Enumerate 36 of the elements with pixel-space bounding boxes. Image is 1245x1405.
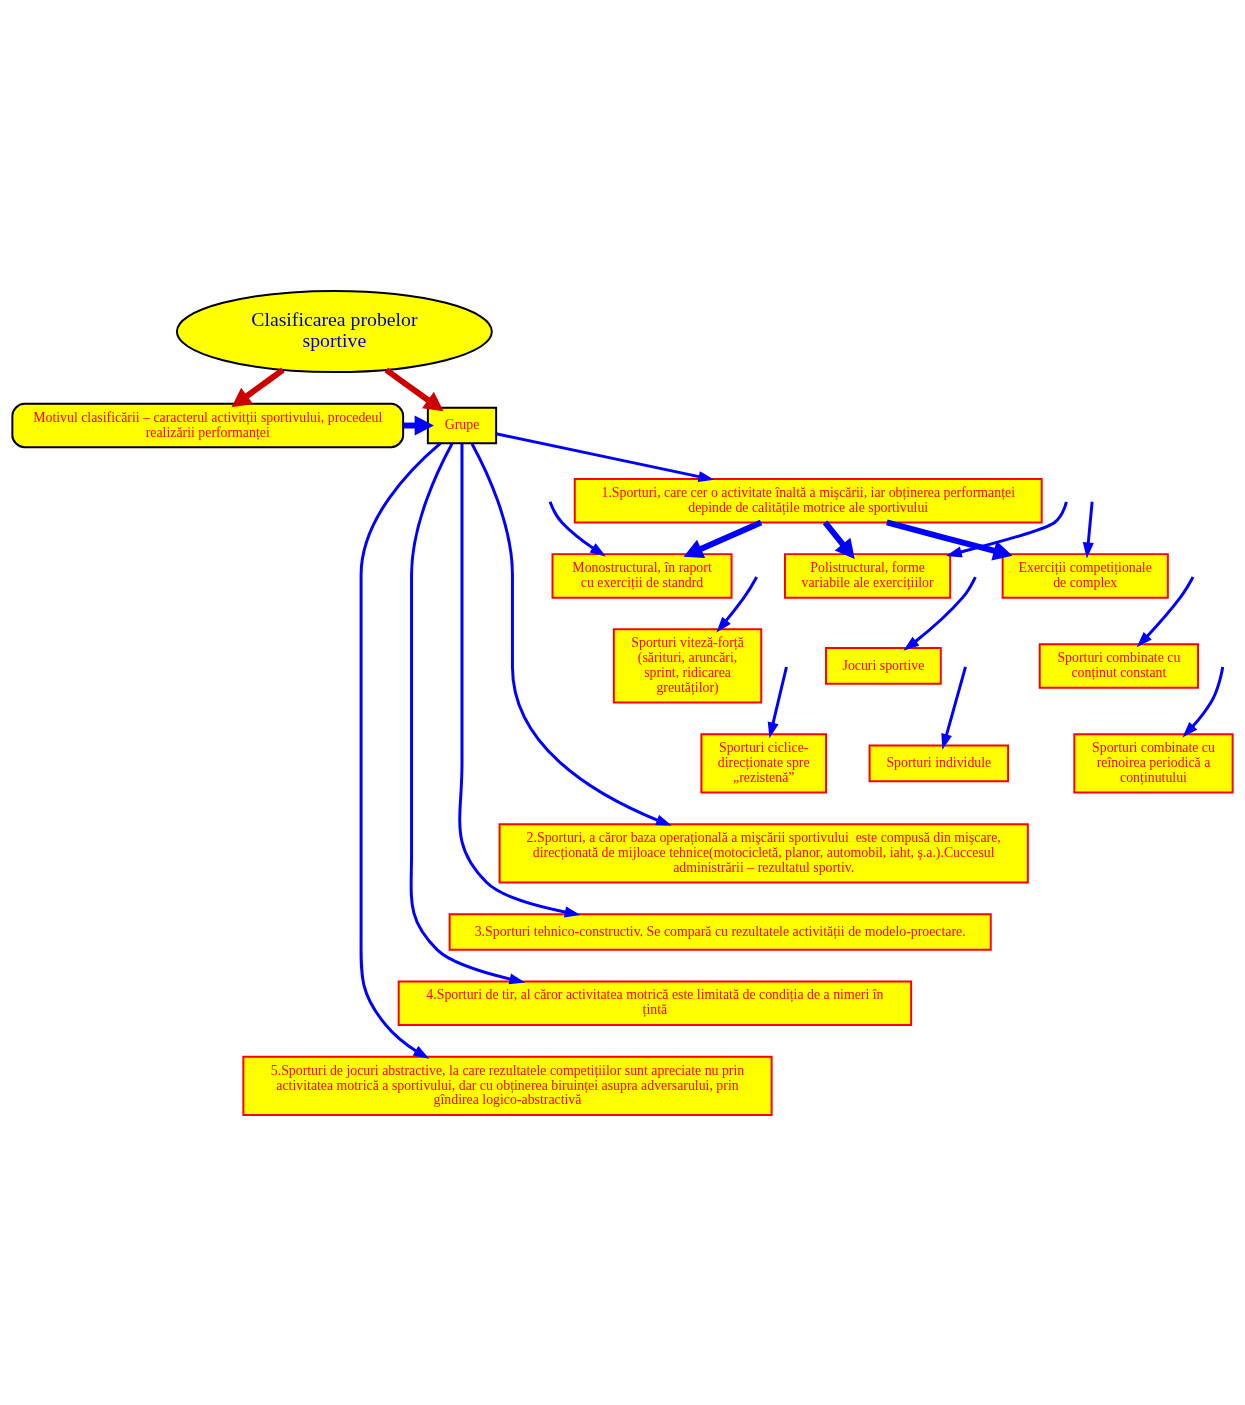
arrow <box>470 442 672 826</box>
arrow <box>716 575 758 632</box>
arrow <box>231 367 285 407</box>
arrow <box>1182 666 1225 737</box>
arrow <box>822 520 855 559</box>
node-box: Exerciții competiționale de complex <box>1001 552 1169 599</box>
arrow <box>1082 501 1094 558</box>
arrow <box>1136 575 1195 647</box>
arrow <box>359 441 442 1059</box>
arrow <box>941 666 967 750</box>
arrow <box>384 367 444 411</box>
arrow <box>458 442 581 917</box>
node-box: Sporturi viteză-forță (sărituri, aruncări, sprint, ridicarea greutăților) <box>612 627 763 703</box>
arrow <box>945 500 1068 557</box>
arrow <box>683 519 763 558</box>
arrow <box>767 666 788 738</box>
arrow <box>495 431 715 482</box>
node-box: 1.Sporturi, care cer o activitate înaltă a mişcării, iar obținerea performanței depinde de calitățile motrice ale sportivului <box>573 477 1043 523</box>
node-box: 5.Sporturi de jocuri abstractive, la care rezultatele competițiilor sunt apreciate nu prin activitatea motrică a sportivului, dar cu obținerea biruinței asupra adversarului, prin gîndirea logico-abstractivă <box>242 1055 773 1116</box>
node-box: Monostructural, în raport cu exerciții de standrd <box>551 552 733 599</box>
node-box: 3.Sporturi tehnico-constructiv. Se compară cu rezultatele activității de modelo-proectare. <box>448 912 992 951</box>
node-ellipse: Clasificarea probelor sportive <box>175 289 493 373</box>
node-box: Grupe <box>426 406 498 444</box>
node-box: 4.Sporturi de tir, al căror activitatea motrică este limitată de condiția de a nimeri în țintă <box>397 980 913 1026</box>
node-box: Motivul clasificării – caracterul activitții sportivului, procedeul realizării performanței <box>11 402 405 448</box>
node-box: Sporturi individule <box>868 744 1010 782</box>
node-box: Sporturi combinate cu conținut constant <box>1038 642 1199 689</box>
arrow <box>548 500 606 556</box>
node-box: Jocuri sportive <box>825 646 942 685</box>
node-box: Sporturi ciclice-direcționate spre „rezistenă” <box>700 732 828 794</box>
node-box: Sporturi combinate cu reînoirea periodică a conținutului <box>1073 732 1234 794</box>
arrow <box>886 519 1013 561</box>
arrow <box>903 575 977 651</box>
node-box: 2.Sporturi, a căror baza operațională a mişcării sportivului este compusă din mişcare, direcționată de mijloace tehnice(motocicletă, planor, automobil, iaht, ş.a.).Cuccesul administrării – rezultatul sportiv. <box>498 822 1029 884</box>
node-box: Polistructural, forme variabile ale exercițiilor <box>784 552 952 599</box>
arrow <box>409 442 526 984</box>
